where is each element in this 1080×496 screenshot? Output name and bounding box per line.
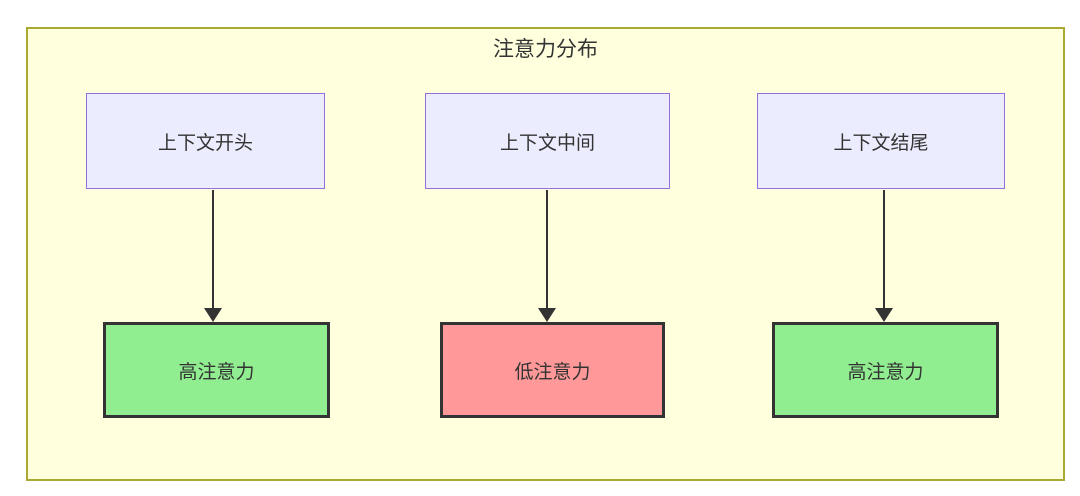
node-high-attention-right: 高注意力	[772, 322, 999, 418]
node-context-start: 上下文开头	[86, 93, 325, 189]
node-context-end-label: 上下文结尾	[833, 132, 929, 154]
node-high-attention-left-label: 高注意力	[178, 361, 255, 383]
edge-line	[212, 190, 214, 308]
arrowhead-down-icon	[875, 308, 893, 322]
edge-middle-to-low	[538, 190, 556, 322]
edge-start-to-high	[204, 190, 222, 322]
node-context-start-label: 上下文开头	[157, 132, 253, 154]
node-high-attention-left: 高注意力	[103, 322, 330, 418]
diagram-title: 注意力分布	[493, 38, 598, 61]
node-context-middle-label: 上下文中间	[499, 132, 595, 154]
attention-distribution-section: 注意力分布 上下文开头 上下文中间 上下文结尾 高注意力 低注意力	[26, 27, 1065, 481]
edge-line	[883, 190, 885, 308]
node-low-attention: 低注意力	[440, 322, 665, 418]
arrowhead-down-icon	[204, 308, 222, 322]
arrowhead-down-icon	[538, 308, 556, 322]
node-context-end: 上下文结尾	[757, 93, 1005, 189]
node-context-middle: 上下文中间	[425, 93, 670, 189]
edge-end-to-high	[875, 190, 893, 322]
node-low-attention-label: 低注意力	[514, 361, 591, 383]
edge-line	[546, 190, 548, 308]
node-high-attention-right-label: 高注意力	[847, 361, 924, 383]
